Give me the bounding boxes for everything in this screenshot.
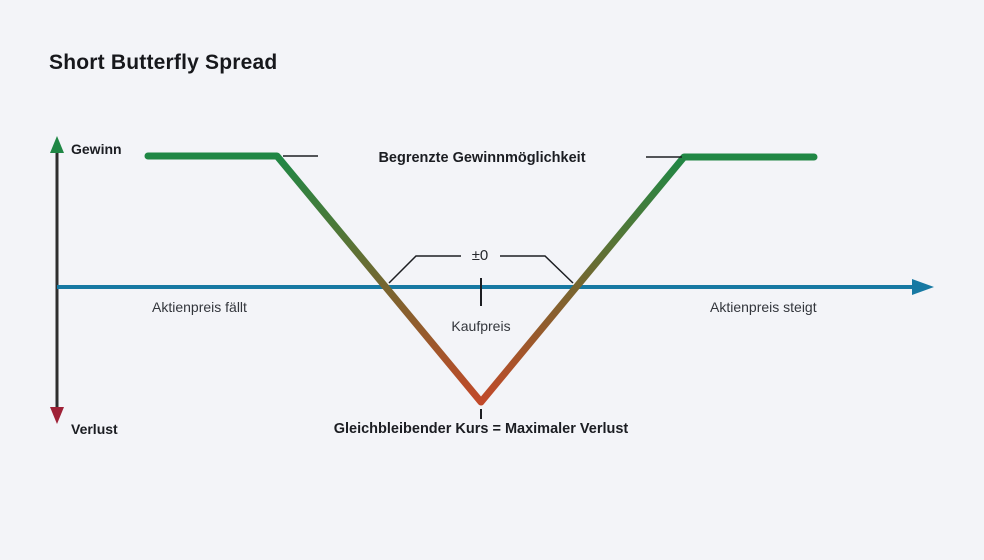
- loss-arrow-down-icon: [50, 407, 64, 424]
- purchase-price-label: Kaufpreis: [451, 318, 511, 334]
- payoff-line: [144, 152, 818, 406]
- breakeven-bracket-left: [388, 255, 461, 284]
- page-title: Short Butterfly Spread: [49, 51, 278, 74]
- breakeven-label: ±0: [471, 247, 489, 264]
- y-axis-loss-label: Verlust: [71, 421, 118, 437]
- max-loss-annotation: Gleichbleibender Kurs = Maximaler Verlus…: [333, 421, 629, 437]
- x-axis-price-falls-label: Aktienpreis fällt: [152, 299, 247, 315]
- profit-arrow-up-icon: [50, 136, 64, 153]
- x-axis-arrow-right-icon: [912, 279, 934, 295]
- limited-profit-annotation: Begrenzte Gewinnmöglichkeit: [378, 150, 586, 166]
- y-axis-profit-label: Gewinn: [71, 141, 122, 157]
- x-axis-price-rises-label: Aktienpreis steigt: [710, 299, 817, 315]
- breakeven-bracket-right: [500, 255, 574, 284]
